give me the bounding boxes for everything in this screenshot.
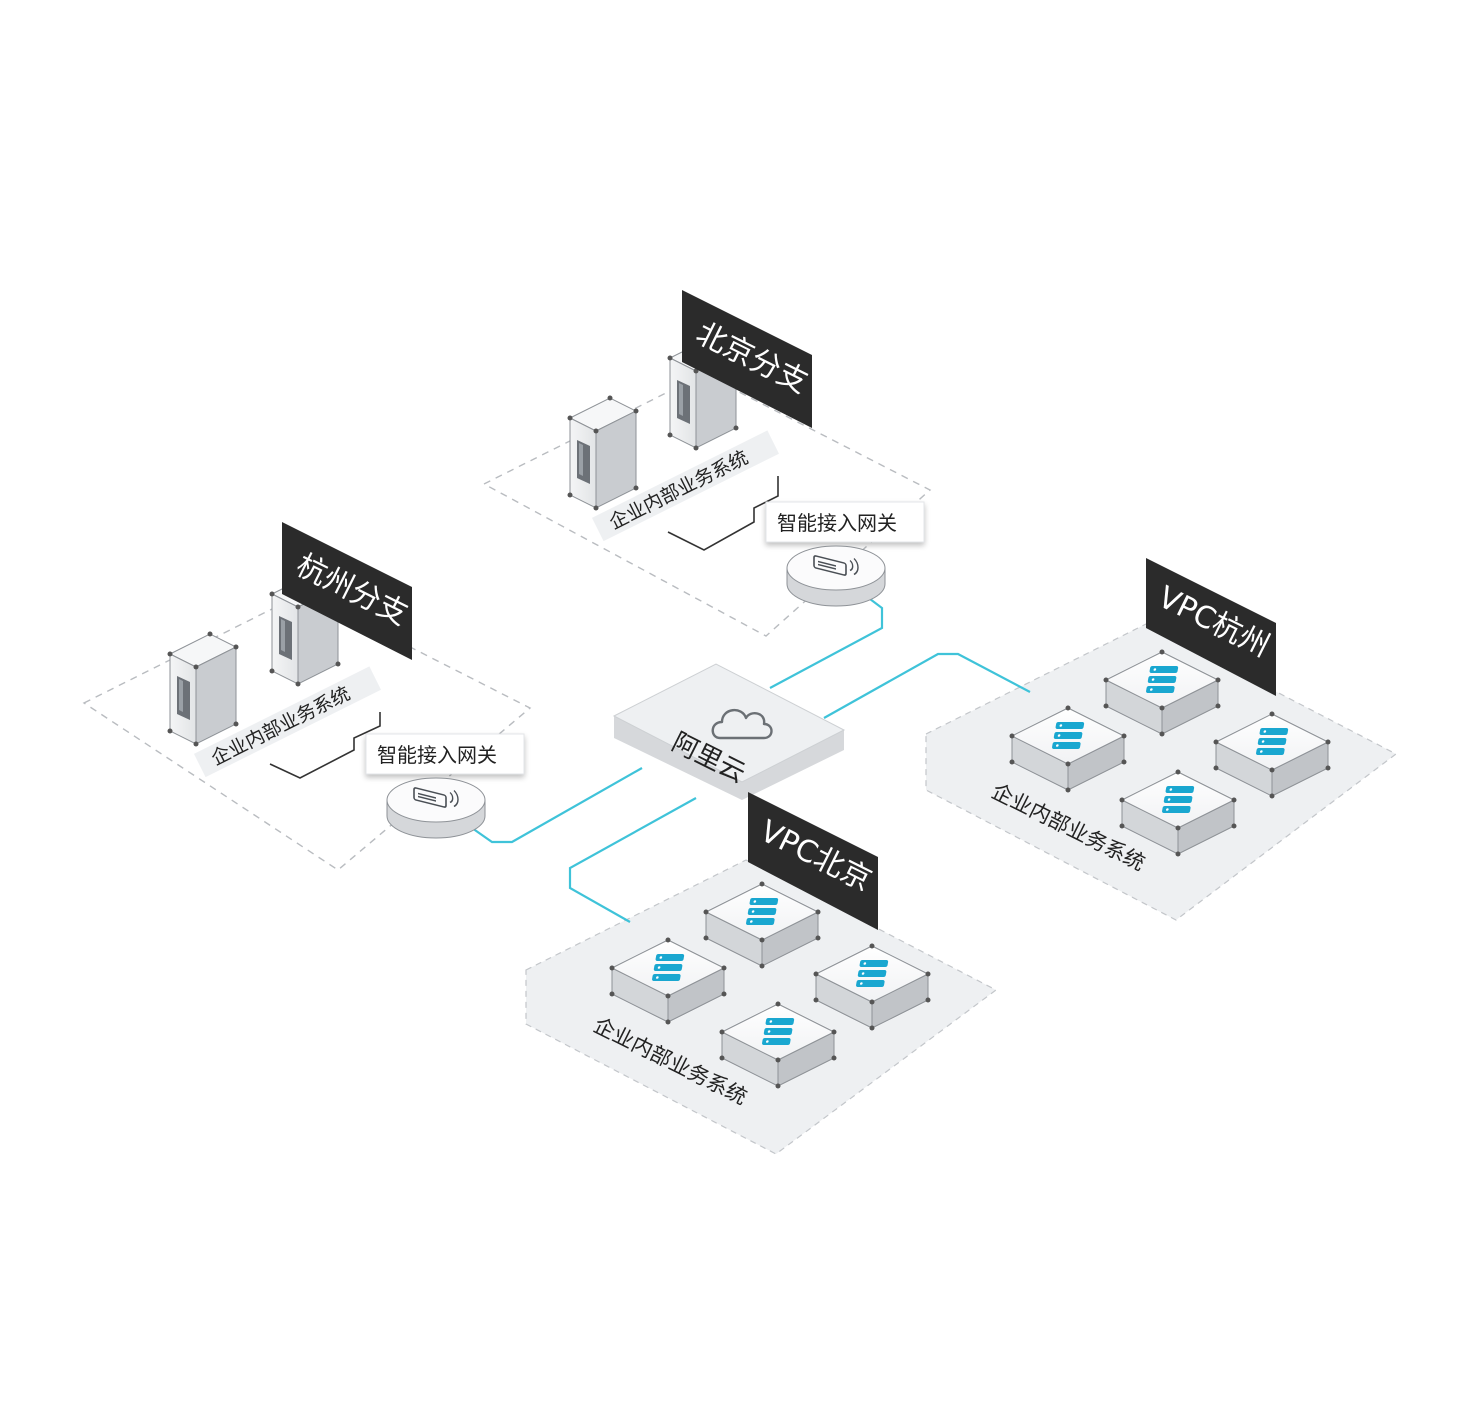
vpc-hangzhou-zone: [925, 623, 1398, 921]
onprem-server-icon: [567, 395, 639, 511]
link-hangzhou-branch-to-cloud: [471, 767, 643, 844]
router-icon: [786, 545, 886, 607]
cloud-icon: [711, 709, 773, 740]
vpc-beijing-zone: [525, 859, 998, 1155]
aliyun-cloud-hub: 阿里云: [612, 663, 846, 800]
gateway-callout: 智能接入网关: [365, 733, 525, 775]
gateway-label: 智能接入网关: [377, 743, 497, 767]
beijing-branch: 企业内部业务系统 北京分支 智能接入网关: [567, 290, 925, 607]
link-beijing-branch-to-cloud: [769, 595, 884, 689]
hangzhou-branch-zone: [82, 592, 532, 871]
gateway-label: 智能接入网关: [777, 511, 897, 535]
router-icon: [386, 777, 486, 839]
connection-links: [471, 595, 1031, 923]
onprem-server-icon: [167, 631, 239, 747]
beijing-branch-zone: [482, 373, 932, 637]
link-cloud-to-vpc-hangzhou: [823, 652, 1031, 719]
hangzhou-branch: 企业内部业务系统 杭州分支 智能接入网关: [167, 522, 525, 839]
link-cloud-to-vpc-beijing: [568, 797, 697, 923]
gateway-callout: 智能接入网关: [765, 501, 925, 543]
